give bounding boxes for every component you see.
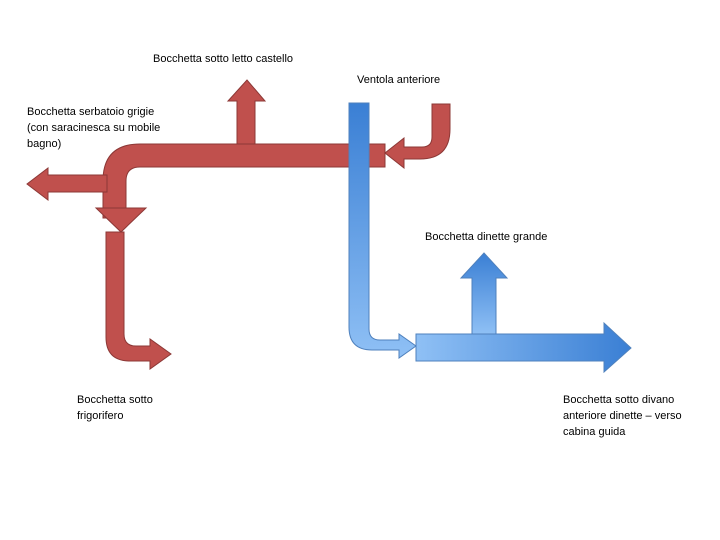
label-divano-line1: Bocchetta sotto divano <box>563 394 675 406</box>
label-letto-castello: Bocchetta sotto letto castello <box>153 53 294 65</box>
label-frigorifero-line1: Bocchetta sotto <box>77 394 153 406</box>
red-arrow-serbatoio <box>26 166 108 202</box>
label-serbatoio-line1: Bocchetta serbatoio grigie <box>27 106 155 118</box>
label-serbatoio-line3: bagno) <box>27 138 62 150</box>
red-inlet-ventola <box>384 103 451 170</box>
label-serbatoio-grigie: Bocchetta serbatoio grigie (con saracine… <box>27 104 160 152</box>
label-frigorifero: Bocchetta sotto frigorifero <box>77 392 153 424</box>
red-main-duct <box>102 143 386 219</box>
label-serbatoio-line2: (con saracinesca su mobile <box>27 122 161 134</box>
label-ventola-anteriore: Ventola anteriore <box>357 74 441 86</box>
label-divano-line3: cabina guida <box>563 426 626 438</box>
blue-duct-ventola <box>348 102 417 359</box>
red-duct-frigorifero <box>105 231 172 370</box>
label-divano-cabina: Bocchetta sotto divano anteriore dinette… <box>563 392 682 440</box>
blue-arrow-dinette-grande <box>459 252 509 335</box>
label-divano-line2: anteriore dinette – verso <box>563 410 682 422</box>
red-arrow-down <box>94 207 148 233</box>
blue-arrow-cabina <box>415 321 632 374</box>
label-frigorifero-line2: frigorifero <box>77 410 124 422</box>
label-dinette-grande: Bocchetta dinette grande <box>425 231 548 243</box>
red-arrow-letto-castello <box>226 79 267 145</box>
